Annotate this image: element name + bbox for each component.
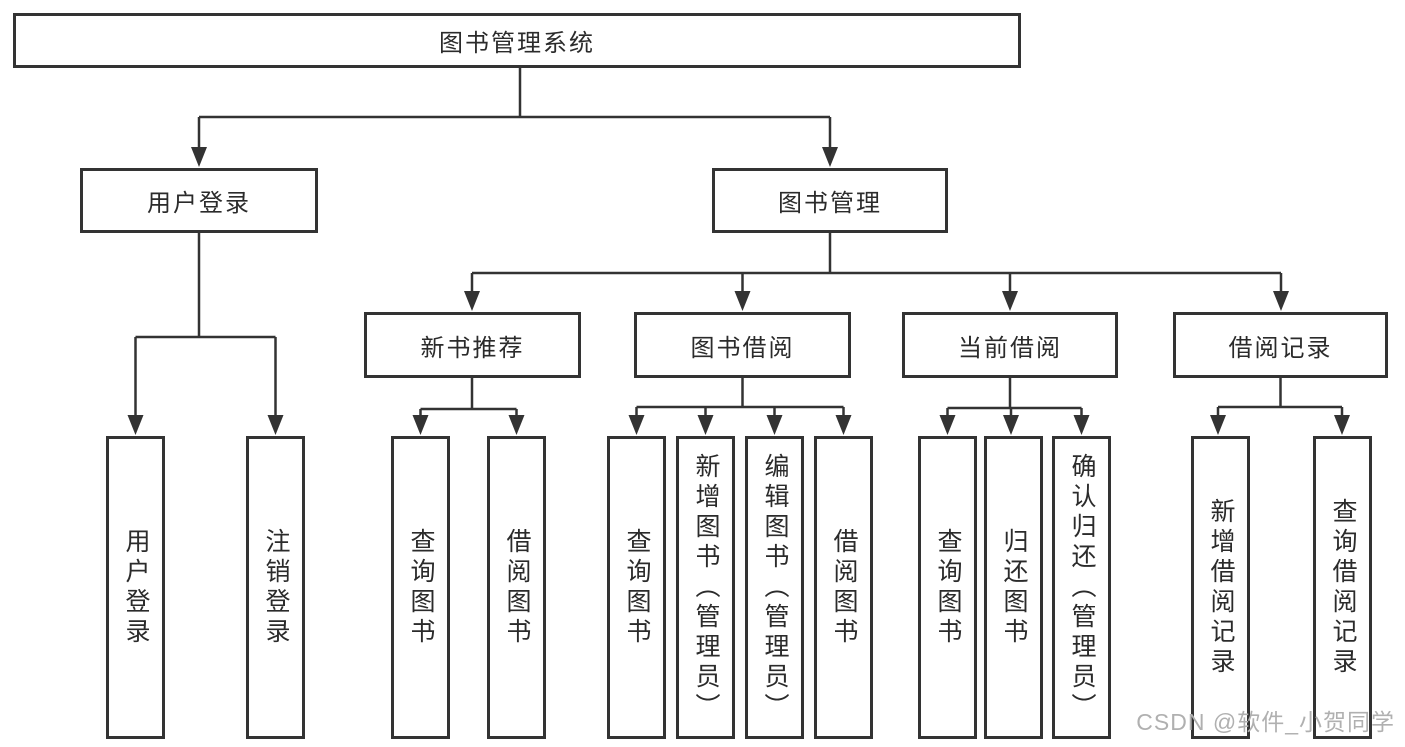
leaf-logout: 注销登录 [246, 436, 305, 739]
leaf-current-query-books: 查询图书 [918, 436, 977, 739]
node-root: 图书管理系统 [13, 13, 1021, 68]
leaf-current-return-books: 归还图书 [984, 436, 1043, 739]
node-user-login: 用户登录 [80, 168, 318, 233]
connector-arrowheads [127, 147, 1350, 435]
leaf-newbooks-query-books: 查询图书 [391, 436, 450, 739]
node-book-management: 图书管理 [712, 168, 948, 233]
node-borrow-records: 借阅记录 [1173, 312, 1388, 378]
leaf-records-add-record: 新增借阅记录 [1191, 436, 1250, 739]
connector-lines [134, 68, 1344, 422]
leaf-user-login: 用户登录 [106, 436, 165, 739]
node-new-book-recommend: 新书推荐 [364, 312, 581, 378]
node-current-borrow: 当前借阅 [902, 312, 1118, 378]
node-book-borrow: 图书借阅 [634, 312, 851, 378]
leaf-current-confirm-return-admin: 确认归还（管理员） [1052, 436, 1111, 739]
leaf-borrow-edit-books-admin: 编辑图书（管理员） [745, 436, 804, 739]
leaf-borrow-add-books-admin: 新增图书（管理员） [676, 436, 735, 739]
csdn-watermark: CSDN @软件_小贺同学 [1136, 709, 1395, 735]
leaf-newbooks-borrow-books: 借阅图书 [487, 436, 546, 739]
leaf-records-query-record: 查询借阅记录 [1313, 436, 1372, 739]
leaf-borrow-query-books: 查询图书 [607, 436, 666, 739]
leaf-borrow-borrow-books: 借阅图书 [814, 436, 873, 739]
